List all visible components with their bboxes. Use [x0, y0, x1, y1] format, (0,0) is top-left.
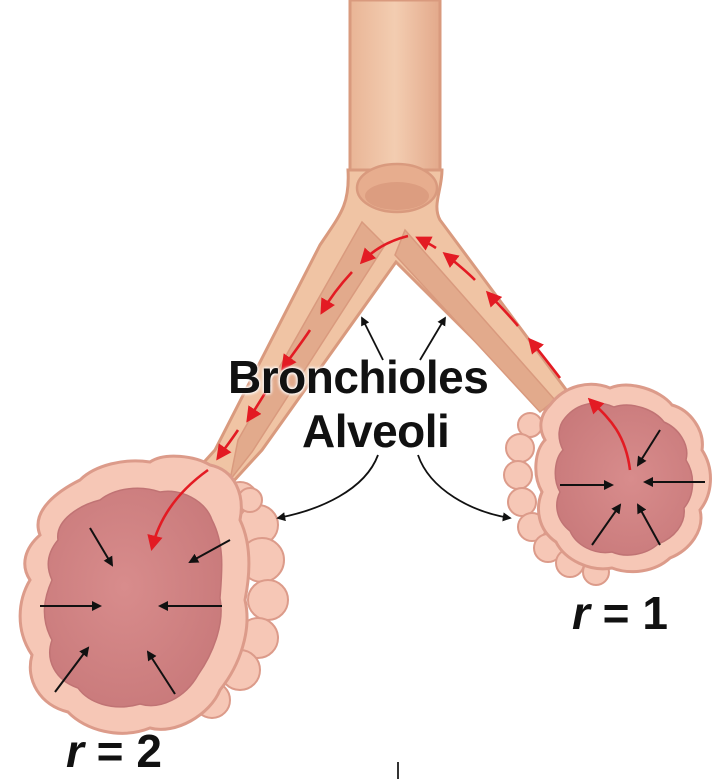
- large-radius-label: r = 2: [66, 724, 162, 778]
- pointer-arrow: [278, 455, 378, 518]
- radius-value: 1: [642, 587, 668, 639]
- bronchioles-label: Bronchioles: [228, 350, 488, 404]
- alveoli-label: Alveoli: [302, 404, 449, 458]
- equals-sign: =: [590, 587, 642, 639]
- radius-symbol: r: [66, 725, 84, 777]
- equals-sign: =: [84, 725, 136, 777]
- pointer-arrow: [418, 455, 510, 518]
- small-radius-label: r = 1: [572, 586, 668, 640]
- radius-symbol: r: [572, 587, 590, 639]
- large-alveolus: [20, 456, 288, 733]
- radius-value: 2: [136, 725, 162, 777]
